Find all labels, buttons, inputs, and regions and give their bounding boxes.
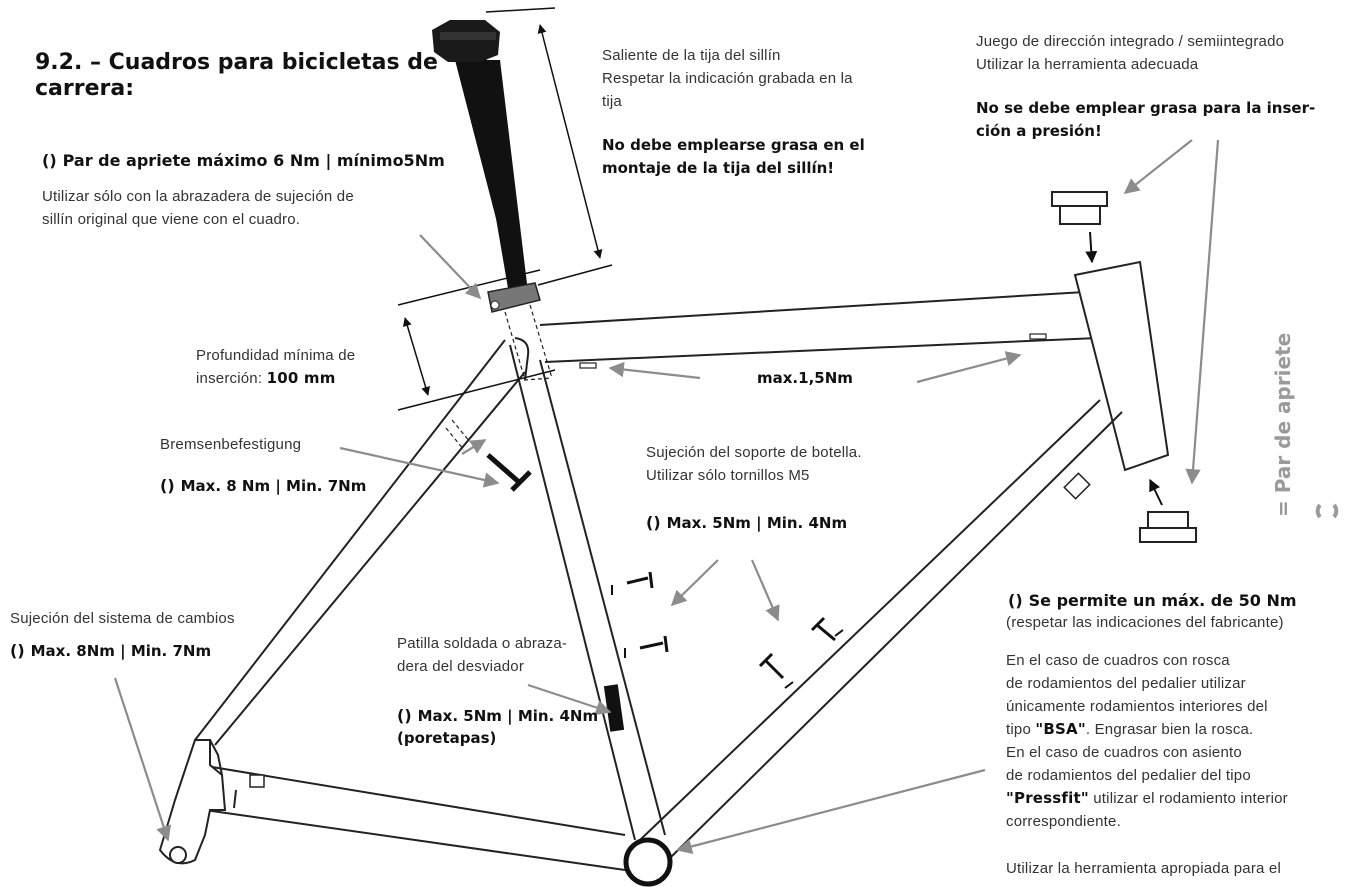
torque-icon: () — [42, 151, 57, 170]
seat-clamp-note-1: Utilizar sólo con la abrazadera de sujec… — [42, 188, 354, 205]
protrusion-line-1: Saliente de la tija del sillín — [602, 47, 781, 64]
bottle-cage-torque: () Max. 5Nm | Min. 4Nm — [646, 512, 847, 534]
bottle-cage-line-1: Sujeción del soporte de botella. — [646, 444, 862, 461]
chain-stay — [199, 764, 626, 871]
bb-p7-suffix: utilizar el rodamiento interior — [1088, 790, 1288, 807]
brake-mount-torque: () Max. 8 Nm | Min. 7Nm — [160, 475, 366, 497]
main-torque: () Par de apriete máximo 6 Nm | mínimo5Nm — [42, 150, 445, 171]
title-line-2: carrera: — [35, 76, 134, 101]
side-legend: = Par de apriete — [1240, 300, 1295, 530]
min-insertion-prefix: inserción: — [196, 370, 267, 387]
side-legend-text: = Par de apriete — [1271, 332, 1295, 517]
min-insertion-value: 100 mm — [266, 369, 336, 387]
headset-top-cup — [1051, 191, 1108, 225]
chainstay-bridge — [249, 774, 265, 788]
down-tube — [639, 399, 1123, 859]
brake-bolt — [486, 453, 532, 492]
headset-warning-2: ción a presión! — [976, 122, 1102, 140]
front-derailleur-torque-text: Max. 5Nm | Min. 4Nm — [417, 707, 599, 725]
head-tube — [1073, 260, 1170, 472]
protrusion-warning-2: montaje de la tija del sillín! — [602, 159, 835, 177]
protrusion-line-2: Respetar la indicación grabada en la — [602, 70, 853, 87]
cable-guide-torque: max.1,5Nm — [757, 369, 853, 387]
brake-mount-torque-text: Max. 8 Nm | Min. 7Nm — [180, 477, 367, 495]
bb-p4-prefix: tipo — [1006, 721, 1036, 738]
headset-line-1: Juego de dirección integrado / semiinteg… — [976, 33, 1285, 50]
front-derailleur-line-1: Patilla soldada o abraza- — [397, 635, 568, 652]
headset-warning-1: No se debe emplear grasa para la inser- — [976, 99, 1316, 117]
bb-p4: tipo "BSA". Engrasar bien la rosca. — [1006, 719, 1253, 740]
bb-torque-text: Se permite un máx. de 50 Nm — [1028, 591, 1297, 610]
front-derailleur-line-2: dera del desviador — [397, 658, 525, 675]
bb-p3: únicamente rodamientos interiores del — [1006, 698, 1268, 715]
top-tube — [539, 291, 1099, 363]
min-insertion-line-2: inserción: 100 mm — [196, 368, 336, 389]
bottle-bolt-down — [758, 616, 836, 680]
page-title: 9.2. – Cuadros para bicicletas de carrer… — [35, 50, 438, 102]
bottle-cage-torque-text: Max. 5Nm | Min. 4Nm — [666, 514, 848, 532]
front-derailleur-torque: () Max. 5Nm | Min. 4Nm — [397, 705, 598, 727]
derailleur-hanger-label: Sujeción del sistema de cambios — [10, 610, 235, 627]
title-line-1: 9.2. – Cuadros para bicicletas de — [35, 50, 438, 75]
legend-torque-icon — [1315, 503, 1339, 519]
torque-icon: () — [1008, 591, 1023, 610]
torque-icon: () — [397, 706, 412, 725]
seat-stay — [194, 339, 526, 746]
protrusion-warning-1: No debe emplearse grasa en el — [602, 136, 865, 154]
bb-p1: En el caso de cuadros con rosca — [1006, 652, 1230, 669]
derailleur-hanger-torque-text: Max. 8Nm | Min. 7Nm — [30, 642, 212, 660]
bottle-cage-line-2: Utilizar sólo tornillos M5 — [646, 467, 810, 484]
headset-bottom-cup — [1139, 511, 1197, 543]
bottom-bracket — [623, 837, 673, 887]
torque-icon: () — [646, 513, 661, 532]
seat-clamp-note-2: sillín original que viene con el cuadro. — [42, 211, 301, 228]
seat-tube — [509, 344, 666, 841]
brake-mount-label: Bremsenbefestigung — [160, 436, 302, 453]
front-derailleur-note: (poretapas) — [397, 729, 497, 747]
bb-torque: () Se permite un máx. de 50 Nm — [1008, 590, 1297, 611]
bb-p2: de rodamientos del pedalier utilizar — [1006, 675, 1246, 692]
torque-icon: () — [160, 476, 175, 495]
front-derailleur-tab — [603, 684, 625, 732]
derailleur-hanger-torque: () Max. 8Nm | Min. 7Nm — [10, 640, 211, 662]
bb-pressfit: "Pressfit" — [1006, 789, 1089, 807]
saddle-clamp-head — [432, 20, 500, 62]
bb-p8: correspondiente. — [1006, 813, 1121, 830]
bb-p6: de rodamientos del pedalier del tipo — [1006, 767, 1251, 784]
bb-p4-suffix: . Engrasar bien la rosca. — [1085, 721, 1254, 738]
main-torque-text: Par de apriete máximo 6 Nm | mínimo5Nm — [62, 151, 445, 170]
headset-line-2: Utilizar la herramienta adecuada — [976, 56, 1199, 73]
bottle-bolt-seat — [626, 571, 669, 653]
cable-port — [1063, 472, 1091, 500]
torque-icon: () — [10, 641, 25, 660]
bb-p9: Utilizar la herramienta apropiada para e… — [1006, 860, 1282, 877]
bb-note: (respetar las indicaciones del fabricant… — [1006, 614, 1284, 631]
bb-bsa: "BSA" — [1035, 720, 1086, 738]
bb-p7: "Pressfit" utilizar el rodamiento interi… — [1006, 788, 1288, 809]
bb-p5: En el caso de cuadros con asiento — [1006, 744, 1242, 761]
protrusion-line-3: tija — [602, 93, 622, 110]
rear-dropout — [158, 739, 227, 865]
min-insertion-line-1: Profundidad mínima de — [196, 347, 356, 364]
